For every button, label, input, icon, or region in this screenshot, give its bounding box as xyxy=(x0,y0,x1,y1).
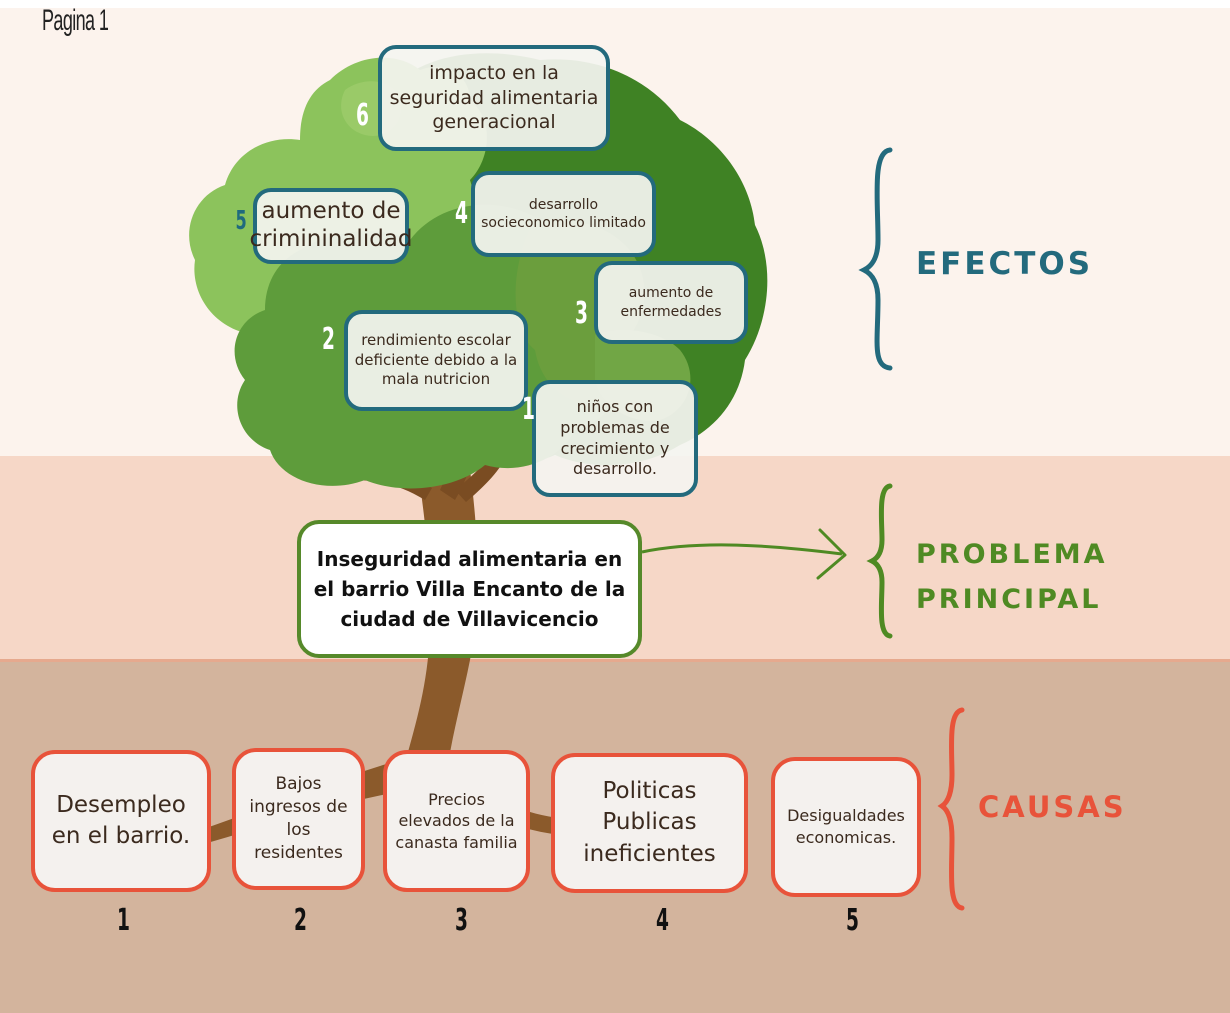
cause-text-5: Desigualdades economicas. xyxy=(787,806,905,847)
cause-text-2: Bajos ingresos de los residentes xyxy=(249,774,348,863)
effect-text-4: desarrollo socieconomico limitado xyxy=(481,196,646,231)
main-problem-text: Inseguridad alimentaria en el barrio Vil… xyxy=(313,547,626,631)
cause-box-1: Desempleo en el barrio. xyxy=(31,750,211,892)
effect-number-5: 5 xyxy=(235,206,247,236)
effect-box-1: niños con problemas de crecimiento y des… xyxy=(532,380,698,497)
cause-text-4: Politicas Publicas ineficientes xyxy=(583,778,716,867)
effects-label: EFECTOS xyxy=(916,246,1094,282)
effect-text-1: niños con problemas de crecimiento y des… xyxy=(560,396,670,479)
cause-box-2: Bajos ingresos de los residentes xyxy=(232,748,365,890)
cause-text-3: Precios elevados de la canasta familia xyxy=(395,789,518,852)
page-label: Pagina 1 xyxy=(42,4,109,37)
main-problem-label: PROBLEMA PRINCIPAL xyxy=(916,532,1116,622)
causes-label: CAUSAS xyxy=(978,790,1127,824)
main-problem-box: Inseguridad alimentaria en el barrio Vil… xyxy=(297,520,642,658)
cause-number-5: 5 xyxy=(845,903,859,938)
cause-box-5: Desigualdades economicas. xyxy=(771,757,921,897)
effect-text-5: aumento de crimininalidad xyxy=(249,198,413,252)
cause-number-4: 4 xyxy=(655,903,669,938)
effect-number-1: 1 xyxy=(521,392,535,427)
effect-text-6: impacto en la seguridad alimentaria gene… xyxy=(389,61,599,134)
effect-text-2: rendimiento escolar deficiente debido a … xyxy=(354,331,518,389)
main-problem-label-text: PROBLEMA PRINCIPAL xyxy=(916,539,1108,615)
cause-number-2: 2 xyxy=(293,903,307,938)
effect-box-5: aumento de crimininalidad xyxy=(250,188,413,264)
ground-line xyxy=(0,659,1230,662)
effect-box-2: rendimiento escolar deficiente debido a … xyxy=(344,310,528,411)
cause-text-1: Desempleo en el barrio. xyxy=(51,791,191,849)
effect-number-4: 4 xyxy=(454,196,468,231)
effect-number-3: 3 xyxy=(574,296,588,331)
effect-box-3: aumento de enfermedades xyxy=(594,261,748,344)
effect-text-3: aumento de enfermedades xyxy=(620,285,722,320)
effect-number-6: 6 xyxy=(355,98,369,133)
effect-box-4: desarrollo socieconomico limitado xyxy=(471,171,656,257)
cause-number-1: 1 xyxy=(116,903,130,938)
cause-box-4: Politicas Publicas ineficientes xyxy=(551,753,748,893)
cause-box-3: Precios elevados de la canasta familia xyxy=(383,750,530,892)
effect-box-6: impacto en la seguridad alimentaria gene… xyxy=(378,45,610,151)
cause-number-3: 3 xyxy=(454,903,468,938)
effect-number-2: 2 xyxy=(321,322,335,357)
